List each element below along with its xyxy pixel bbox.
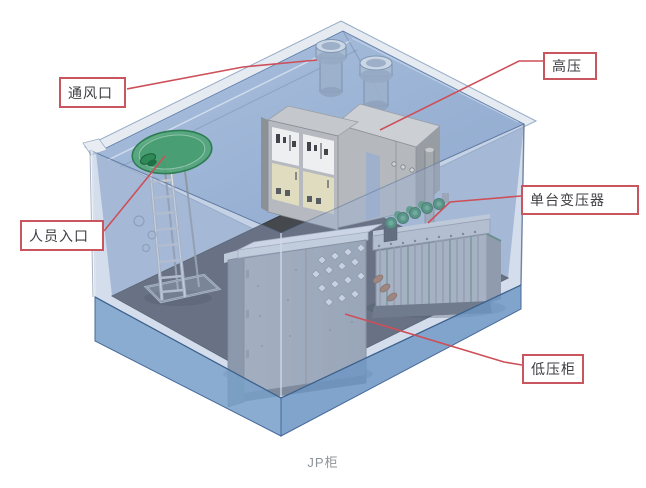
leader-entrance	[103, 155, 166, 232]
vent-pipe-left	[315, 39, 347, 97]
label-personnel-entrance: 人员入口	[20, 220, 104, 251]
label-single-transformer: 单台变压器	[521, 185, 639, 215]
enclosure-glass-walls	[89, 123, 525, 399]
transformer	[372, 147, 502, 318]
leader-high-voltage	[379, 60, 543, 131]
cable-terminals	[372, 274, 398, 302]
entrance-hatch	[131, 129, 213, 175]
leader-ventilation	[126, 59, 318, 90]
label-low-voltage-cabinet: 低压柜	[522, 354, 584, 384]
roof-vent-pipes	[315, 39, 393, 112]
transformer-bushings	[385, 198, 445, 229]
leader-lines	[103, 59, 543, 366]
label-ventilation: 通风口	[59, 77, 126, 108]
access-ladder	[143, 160, 222, 304]
figure-caption: JP柜	[307, 455, 339, 470]
label-high-voltage: 高压	[543, 52, 597, 80]
vent-pipe-right	[359, 55, 393, 112]
leader-transformer	[427, 195, 522, 224]
enclosure-base-rim	[94, 284, 522, 437]
hv-switchgear	[261, 103, 441, 231]
leader-lv-cabinet	[344, 313, 523, 366]
